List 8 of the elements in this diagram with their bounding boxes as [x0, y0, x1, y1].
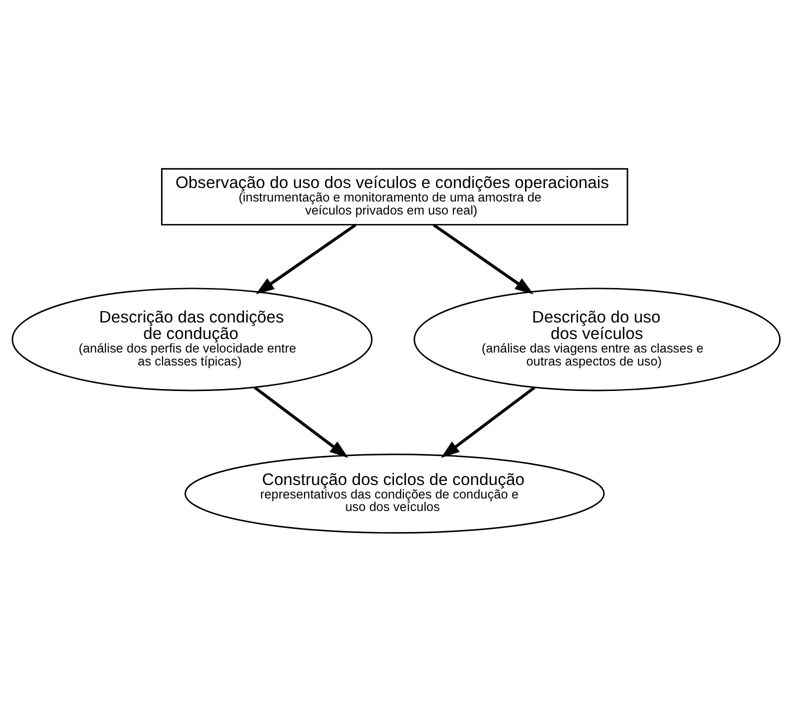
arrow: [440, 386, 536, 458]
arrow: [254, 386, 348, 458]
node-ellipse: Construção dos ciclos de condução representativos das condições de condução e uso dos veículos: [184, 454, 605, 534]
node-box: Observação do uso dos veículos e condições operacionais (instrumentação e monitoramento de uma amostra de veículos privados em uso real): [161, 168, 628, 226]
arrow: [256, 224, 356, 294]
arrow: [432, 224, 534, 294]
node-ellipse: Descrição do uso dos veículos (análise das viagens entre as classes e outras aspectos de uso): [414, 288, 781, 392]
node-ellipse: Descrição das condições de condução (análise dos perfis de velocidade entre as classes típicas): [12, 288, 373, 392]
